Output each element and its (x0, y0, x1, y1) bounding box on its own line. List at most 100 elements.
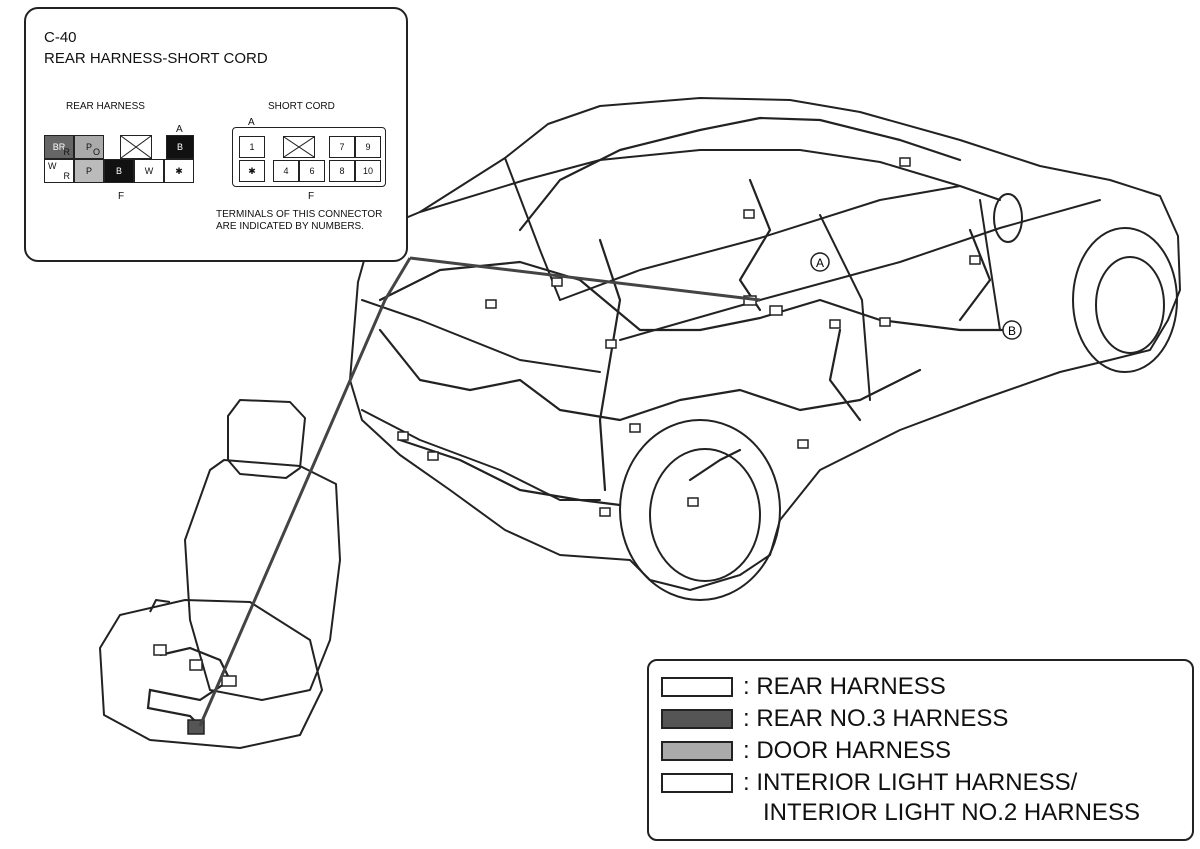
blank-cross-icon (121, 136, 151, 158)
rear-cell-blank (120, 135, 152, 159)
short-cell-7: 7 (329, 136, 355, 158)
short-cell-8: 8 (329, 160, 355, 182)
connector-callout: C-40 REAR HARNESS-SHORT CORD REAR HARNES… (24, 7, 408, 262)
legend-swatch-interior-light (661, 773, 733, 793)
rear-cell-p: P (74, 135, 104, 159)
marker-b-label: B (1008, 324, 1016, 338)
terminal-note-line1: TERMINALS OF THIS CONNECTOR (216, 209, 383, 220)
front-wheel (619, 419, 781, 601)
harness-floor (398, 438, 622, 507)
short-cell-blank (283, 136, 315, 158)
short-cell-star-text: ✱ (248, 165, 256, 176)
short-cell-1-text: 1 (249, 142, 255, 152)
harness-branch-1 (598, 238, 622, 492)
connector-title: REAR HARNESS-SHORT CORD (44, 50, 268, 67)
short-cord-label: SHORT CORD (268, 101, 335, 112)
rear-cell-r1-text: R (63, 147, 71, 157)
short-pin-f-label: F (308, 191, 315, 202)
rear-cell-r1: R (44, 135, 74, 159)
rear-cell-w-text: W (48, 161, 57, 171)
rear-cell-r2: R (44, 159, 74, 183)
terminal-note-line2: ARE INDICATED BY NUMBERS. (216, 221, 364, 232)
legend-swatch-rear-harness (661, 677, 733, 697)
roof-line (419, 149, 1001, 213)
rear-door-split (979, 199, 1001, 331)
rear-cell-b: B (104, 159, 134, 183)
callout-leader-main (198, 257, 412, 727)
rear-harness-connector: BR P O R B W R P B W ✱ (44, 135, 194, 183)
rear-cell-br-text: BR (52, 142, 66, 152)
rear-harness-label: REAR HARNESS (66, 101, 145, 112)
harness-legend: : REAR HARNESS : REAR NO.3 HARNESS : DOO… (647, 659, 1194, 841)
short-cell-1: 1 (239, 136, 265, 158)
harness-branch-4 (958, 228, 992, 322)
rear-cell-w: W (44, 159, 74, 183)
front-wheel-inner (649, 448, 761, 582)
rear-cell-w2: W (134, 159, 164, 183)
legend-swatch-door-harness (661, 741, 733, 761)
short-cell-7-text: 7 (339, 142, 345, 152)
harness-center (378, 260, 1012, 332)
car-body-outline (349, 97, 1181, 591)
short-pin-a-label: A (248, 117, 255, 128)
rear-cell-b-top-text: B (176, 142, 183, 152)
short-cell-6-text: 6 (309, 166, 315, 176)
harness-branch-3 (828, 328, 862, 422)
legend-item-interior-light: : INTERIOR LIGHT HARNESS/ (661, 769, 1077, 797)
legend-label-interior-light-no2: INTERIOR LIGHT NO.2 HARNESS (763, 799, 1140, 826)
seat-side-lever (149, 599, 171, 613)
harness-lower (378, 328, 922, 422)
bumper-line (361, 409, 601, 501)
door-split (819, 214, 871, 401)
legend-swatch-rear-no3 (661, 709, 733, 729)
seat-headrest (227, 399, 306, 479)
seat-cushion (99, 599, 323, 749)
side-mirror (993, 193, 1023, 243)
rear-cell-p2-text: P (85, 166, 92, 176)
marker-a-circle (810, 252, 830, 272)
legend-item-rear-no3: : REAR NO.3 HARNESS (661, 705, 1008, 733)
rear-wheel-inner (1095, 256, 1165, 354)
seat-harness (146, 646, 232, 727)
legend-item-door-harness: : DOOR HARNESS (661, 737, 951, 765)
short-cell-4-text: 4 (283, 166, 289, 176)
legend-label-door-harness: : DOOR HARNESS (743, 737, 952, 764)
legend-label-rear-harness: : REAR HARNESS (743, 673, 946, 700)
short-cell-6: 6 (299, 160, 325, 182)
short-cell-9-text: 9 (365, 142, 371, 152)
short-cell-4: 4 (273, 160, 299, 182)
belt-line (619, 199, 1101, 341)
short-cell-8-text: 8 (339, 166, 345, 176)
rear-cell-star-text: ✱ (175, 165, 183, 176)
rear-cell-br: BR (44, 135, 74, 159)
rear-cell-w2-text: W (144, 166, 154, 176)
short-cell-10-text: 10 (362, 166, 373, 176)
hood-line (361, 299, 601, 373)
legend-label-interior-light: : INTERIOR LIGHT HARNESS/ (743, 769, 1078, 796)
rear-cell-p2: P (74, 159, 104, 183)
harness-roof (518, 116, 962, 232)
short-cell-10: 10 (355, 160, 381, 182)
rear-cell-o: O (74, 135, 104, 159)
short-cell-9: 9 (355, 136, 381, 158)
terminal-note: TERMINALS OF THIS CONNECTOR ARE INDICATE… (216, 209, 382, 233)
harness-branch-2 (738, 178, 772, 312)
rear-cell-b-text: B (115, 166, 122, 176)
rear-cell-p-text: P (85, 142, 92, 152)
rear-cell-r2-text: R (63, 171, 71, 181)
marker-b-circle (1002, 320, 1022, 340)
rear-pin-a-label: A (176, 124, 183, 135)
legend-label-rear-no3: : REAR NO.3 HARNESS (743, 705, 1009, 732)
rear-pin-f-label: F (118, 191, 125, 202)
short-cord-connector: 1 7 9 ✱ 4 6 8 10 (232, 127, 386, 187)
callout-leader-roof (409, 256, 761, 302)
marker-a-label: A (816, 256, 824, 270)
short-cell-star: ✱ (239, 160, 265, 182)
harness-branch-5 (688, 448, 742, 482)
legend-item-rear-harness: : REAR HARNESS (661, 673, 946, 701)
rear-cell-star: ✱ (164, 159, 194, 183)
rear-wheel (1072, 227, 1178, 373)
rear-cell-b-top: B (166, 135, 194, 159)
connector-code: C-40 (44, 29, 77, 46)
seat-back (184, 459, 341, 701)
